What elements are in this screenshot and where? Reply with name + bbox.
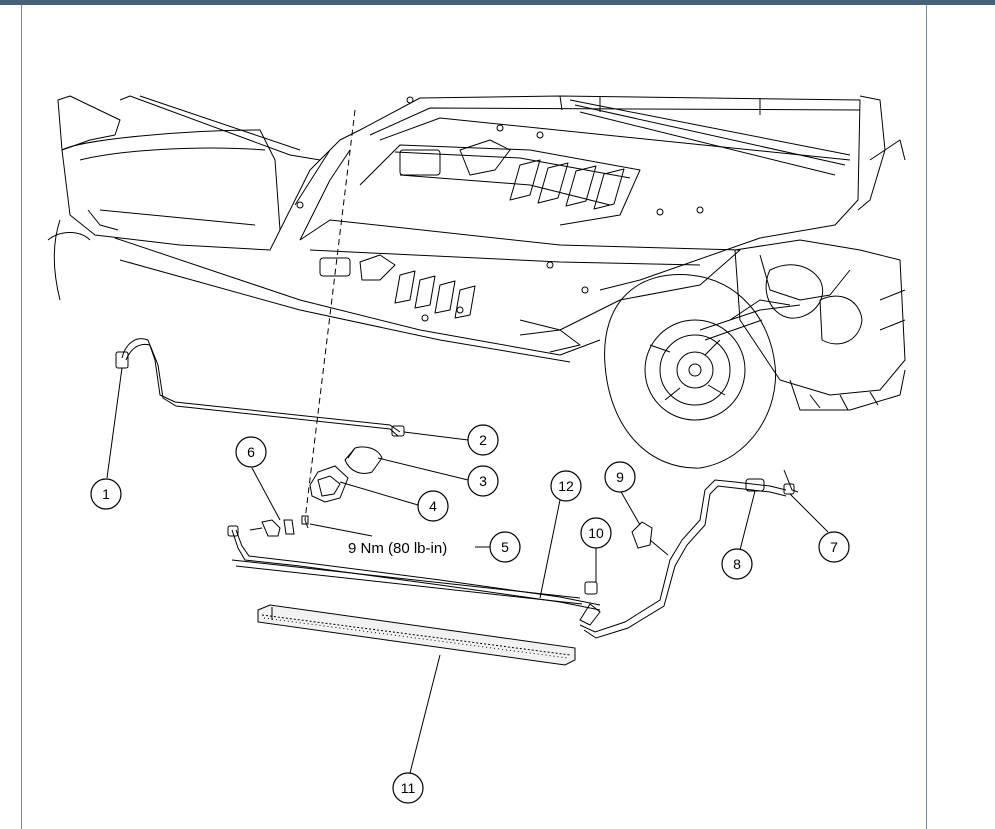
callout-1-label: 1 <box>102 486 110 502</box>
callout-2-label: 2 <box>479 432 487 448</box>
callout-2: 2 <box>467 424 499 456</box>
callouts: 1 2 3 4 5 6 7 8 <box>90 424 850 804</box>
top-bar <box>0 0 995 5</box>
callout-8: 8 <box>721 548 753 580</box>
leader-lines <box>106 367 829 774</box>
fuel-lines <box>115 338 799 666</box>
callout-12: 12 <box>550 470 582 502</box>
right-border <box>926 5 927 829</box>
callout-10-label: 10 <box>588 525 604 541</box>
callout-11: 11 <box>392 772 424 804</box>
callout-8-label: 8 <box>733 556 741 572</box>
callout-4-label: 4 <box>429 498 437 514</box>
callout-3: 3 <box>467 465 499 497</box>
left-border <box>21 5 22 829</box>
callout-1: 1 <box>90 478 122 510</box>
callout-4: 4 <box>417 490 449 522</box>
torque-spec-label: 9 Nm (80 lb-in) <box>348 540 447 557</box>
callout-9: 9 <box>604 461 636 493</box>
callout-6-label: 6 <box>247 444 255 460</box>
callout-3-label: 3 <box>479 473 487 489</box>
vehicle-underbody <box>47 95 906 521</box>
callout-9-label: 9 <box>616 469 624 485</box>
callout-5-label: 5 <box>501 539 509 555</box>
callout-5: 5 <box>489 531 521 563</box>
callout-7: 7 <box>818 531 850 563</box>
callout-6: 6 <box>235 436 267 468</box>
callout-10: 10 <box>580 517 612 549</box>
callout-12-label: 12 <box>558 478 574 494</box>
callout-7-label: 7 <box>830 539 838 555</box>
callout-11-label: 11 <box>401 780 416 796</box>
